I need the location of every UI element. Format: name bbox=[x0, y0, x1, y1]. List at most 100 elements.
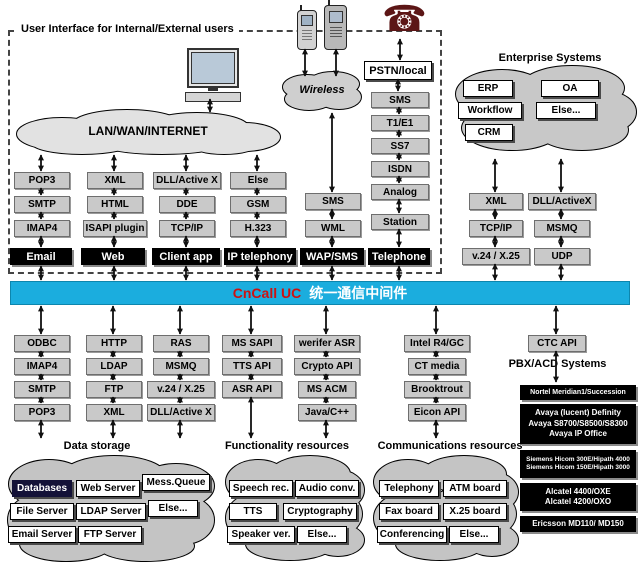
box-ftp: FTP bbox=[86, 381, 142, 398]
middleware-brand: CnCall UC bbox=[232, 285, 302, 301]
pstn-local-box: PSTN/local bbox=[364, 61, 432, 80]
header-wap-sms: WAP/SMS bbox=[300, 248, 364, 265]
box-ent-v24x25: v.24 / X.25 bbox=[462, 248, 530, 265]
box-h323: H.323 bbox=[230, 220, 286, 237]
box-isdn: ISDN bbox=[371, 161, 429, 177]
box-ms-acm: MS ACM bbox=[298, 381, 356, 398]
box-http: HTTP bbox=[86, 335, 142, 352]
resource-fax-board: Fax board bbox=[379, 503, 439, 520]
pbx-nortel: Nortel Meridian1/Succession bbox=[520, 385, 636, 400]
pbx-alcatel: Alcatel 4400/OXE Alcatel 4200/OXO bbox=[520, 483, 636, 511]
resource-x25-board: X.25 board bbox=[443, 503, 507, 520]
box-ent-tcpip: TCP/IP bbox=[469, 220, 523, 237]
enterprise-app-workflow: Workflow bbox=[458, 102, 522, 119]
box-ms-sapi: MS SAPI bbox=[222, 335, 282, 352]
desk-phone-icon: ☎ bbox=[382, 0, 427, 39]
resource-conferencing: Conferencing bbox=[377, 526, 447, 543]
box-msmq-2: MSMQ bbox=[153, 358, 209, 375]
enterprise-app-crm: CRM bbox=[465, 124, 513, 141]
box-isapi-plugin: ISAPI plugin bbox=[83, 220, 147, 237]
box-tts-api: TTS API bbox=[222, 358, 282, 375]
resource-else-data: Else... bbox=[148, 500, 198, 517]
box-ss7: SS7 bbox=[371, 138, 429, 154]
box-gsm: GSM bbox=[230, 196, 286, 213]
resource-else-func: Else... bbox=[297, 526, 347, 543]
box-v24x25-2: v.24 / X.25 bbox=[147, 381, 215, 398]
communications-resources-label: Communications resources bbox=[377, 440, 523, 452]
box-odbc: ODBC bbox=[14, 335, 70, 352]
resource-databases: Databases bbox=[12, 480, 72, 497]
box-ent-msmq: MSMQ bbox=[534, 220, 590, 237]
box-pop3-2: POP3 bbox=[14, 404, 70, 421]
lan-cloud-label: LAN/WAN/INTERNET bbox=[88, 124, 208, 138]
header-web: Web bbox=[81, 248, 145, 265]
box-ent-udp: UDP bbox=[534, 248, 590, 265]
enterprise-app-oa: OA bbox=[541, 80, 599, 97]
resource-file-server: File Server bbox=[10, 503, 74, 520]
box-smtp: SMTP bbox=[14, 196, 70, 213]
box-dde: DDE bbox=[159, 196, 215, 213]
resource-web-server: Web Server bbox=[76, 480, 140, 497]
box-pop3: POP3 bbox=[14, 172, 70, 189]
resource-ftp-server: FTP Server bbox=[78, 526, 142, 543]
box-station: Station bbox=[371, 214, 429, 230]
box-eicon-api: Eicon API bbox=[408, 404, 466, 421]
resource-cryptography: Cryptography bbox=[283, 503, 357, 520]
box-dll-activex-2: DLL/Active X bbox=[147, 404, 215, 421]
pbx-acd-systems-label: PBX/ACD Systems bbox=[508, 358, 607, 370]
pbx-ericsson: Ericsson MD110/ MD150 bbox=[520, 516, 636, 532]
box-wml: WML bbox=[305, 220, 361, 237]
box-crypto-api: Crypto API bbox=[294, 358, 360, 375]
mobile-phone-icon-2 bbox=[324, 0, 347, 50]
box-smtp-2: SMTP bbox=[14, 381, 70, 398]
middleware-title-cn: 统一通信中间件 bbox=[309, 285, 408, 301]
box-ct-media: CT media bbox=[408, 358, 466, 375]
box-t1e1: T1/E1 bbox=[371, 115, 429, 131]
resource-mess-queue: Mess.Queue bbox=[142, 474, 210, 491]
box-xml-2: XML bbox=[86, 404, 142, 421]
box-sms-wap: SMS bbox=[305, 193, 361, 210]
enterprise-app-else: Else... bbox=[536, 102, 596, 119]
resource-audio-conv: Audio conv. bbox=[295, 480, 359, 497]
header-client-app: Client app bbox=[152, 248, 220, 265]
resource-speaker-ver: Speaker ver. bbox=[227, 526, 295, 543]
enterprise-app-erp: ERP bbox=[463, 80, 513, 97]
pbx-siemens: Siemens Hicom 300E/Hipath 4000 Siemens H… bbox=[520, 450, 636, 478]
enterprise-systems-label: Enterprise Systems bbox=[498, 52, 602, 64]
resource-speech-rec: Speech rec. bbox=[229, 480, 293, 497]
box-java-cpp: Java/C++ bbox=[298, 404, 356, 421]
box-werifer-asr: werifer ASR bbox=[294, 335, 360, 352]
box-imap4-2: IMAP4 bbox=[14, 358, 70, 375]
box-xml: XML bbox=[87, 172, 143, 189]
wireless-cloud-label: Wireless bbox=[299, 84, 345, 96]
box-else: Else bbox=[230, 172, 286, 189]
resource-ldap-server: LDAP Server bbox=[76, 503, 146, 520]
resource-else-comm: Else... bbox=[449, 526, 499, 543]
box-analog: Analog bbox=[371, 184, 429, 200]
resource-telephony: Telephony bbox=[379, 480, 439, 497]
middleware-bar: CnCall UC 统一通信中间件 bbox=[10, 281, 630, 305]
box-ras: RAS bbox=[153, 335, 209, 352]
box-tcpip: TCP/IP bbox=[159, 220, 215, 237]
mobile-phone-icon bbox=[297, 5, 317, 50]
header-telephone: Telephone bbox=[368, 248, 430, 265]
box-intel-r4gc: Intel R4/GC bbox=[404, 335, 470, 352]
box-brooktrout: Brooktrout bbox=[404, 381, 470, 398]
box-sms-tel: SMS bbox=[371, 92, 429, 108]
functionality-resources-label: Functionality resources bbox=[224, 440, 350, 452]
header-ip-telephony: IP telephony bbox=[224, 248, 296, 265]
desktop-computer-icon bbox=[184, 48, 242, 102]
box-imap4: IMAP4 bbox=[14, 220, 70, 237]
user-interface-region-label: User Interface for Internal/External use… bbox=[16, 23, 239, 35]
data-storage-label: Data storage bbox=[63, 440, 131, 452]
box-ent-xml: XML bbox=[469, 193, 523, 210]
box-html: HTML bbox=[87, 196, 143, 213]
box-dll-activex: DLL/Active X bbox=[153, 172, 221, 189]
box-asr-api: ASR API bbox=[222, 381, 282, 398]
resource-atm-board: ATM board bbox=[443, 480, 507, 497]
box-ctc-api: CTC API bbox=[528, 335, 586, 352]
box-ent-dll-activex: DLL/ActiveX bbox=[528, 193, 596, 210]
pbx-avaya: Avaya (lucent) Definity Avaya S8700/S850… bbox=[520, 404, 636, 444]
box-ldap: LDAP bbox=[86, 358, 142, 375]
